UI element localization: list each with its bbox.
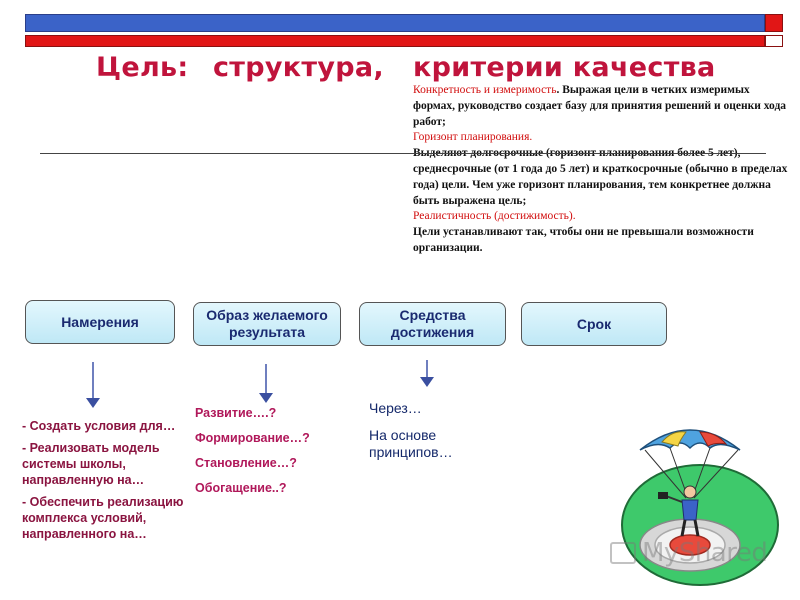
- presentation-icon: [610, 542, 636, 564]
- title-part-structure: структура,: [213, 52, 384, 83]
- title-part-goal: Цель:: [96, 52, 189, 83]
- header-white-square: [765, 35, 783, 47]
- criterion-specificity-text: . Выражая цели в четких измеримых формах…: [413, 84, 787, 128]
- criterion-specificity: Конкретность и измеримость: [413, 84, 557, 96]
- list-item: Развитие….?: [195, 406, 277, 420]
- header-red-square: [765, 14, 783, 32]
- list-item: Формирование…?: [195, 431, 310, 445]
- parachute-target-illustration: [621, 429, 779, 586]
- box-means-label: Средства достижения: [390, 307, 475, 340]
- box-term-label: Срок: [576, 315, 612, 332]
- criterion-realism: Реалистичность (достижимость).: [413, 210, 576, 223]
- criterion-horizon: Горизонт планирования.: [413, 131, 533, 144]
- arrow-down-icon: [259, 364, 273, 404]
- list-item: - Обеспечить реализацию комплекса услови…: [22, 495, 184, 541]
- header-red-bar: [25, 35, 765, 47]
- header-blue-bar: [25, 14, 765, 32]
- watermark: MyShared: [610, 538, 768, 568]
- watermark-text: MyShared: [642, 538, 768, 568]
- means-list: Через… На основе принципов…: [369, 400, 509, 471]
- list-item: Обогащение..?: [195, 481, 287, 495]
- box-intentions-label: Намерения: [61, 313, 139, 330]
- box-term: Срок: [521, 302, 667, 346]
- box-intentions: Намерения: [25, 300, 175, 344]
- box-means: Средства достижения: [359, 302, 506, 346]
- slide-title: Цель: структура, критерии качества: [0, 52, 800, 92]
- criteria-description: Конкретность и измеримость. Выражая цели…: [413, 83, 793, 257]
- results-list: Развитие….? Формирование…? Становление…?…: [195, 405, 355, 505]
- title-part-criteria: критерии качества: [413, 52, 716, 83]
- list-item: - Создать условия для…: [22, 419, 176, 433]
- arrow-down-icon: [86, 362, 100, 408]
- list-item: - Реализовать модель системы школы, напр…: [22, 441, 160, 487]
- box-desired-result-label: Образ желаемого результата: [206, 307, 328, 340]
- criterion-realism-text: Цели устанавливают так, чтобы они не пре…: [413, 226, 754, 254]
- list-item: На основе принципов…: [369, 427, 453, 460]
- criterion-horizon-text: Выделяют долгосрочные (горизонт планиров…: [413, 147, 788, 207]
- intentions-list: - Создать условия для… - Реализовать мод…: [22, 418, 192, 548]
- divider-line: [40, 153, 766, 154]
- arrow-down-icon: [420, 360, 434, 388]
- list-item: Становление…?: [195, 456, 297, 470]
- box-desired-result: Образ желаемого результата: [193, 302, 341, 346]
- list-item: Через…: [369, 400, 422, 416]
